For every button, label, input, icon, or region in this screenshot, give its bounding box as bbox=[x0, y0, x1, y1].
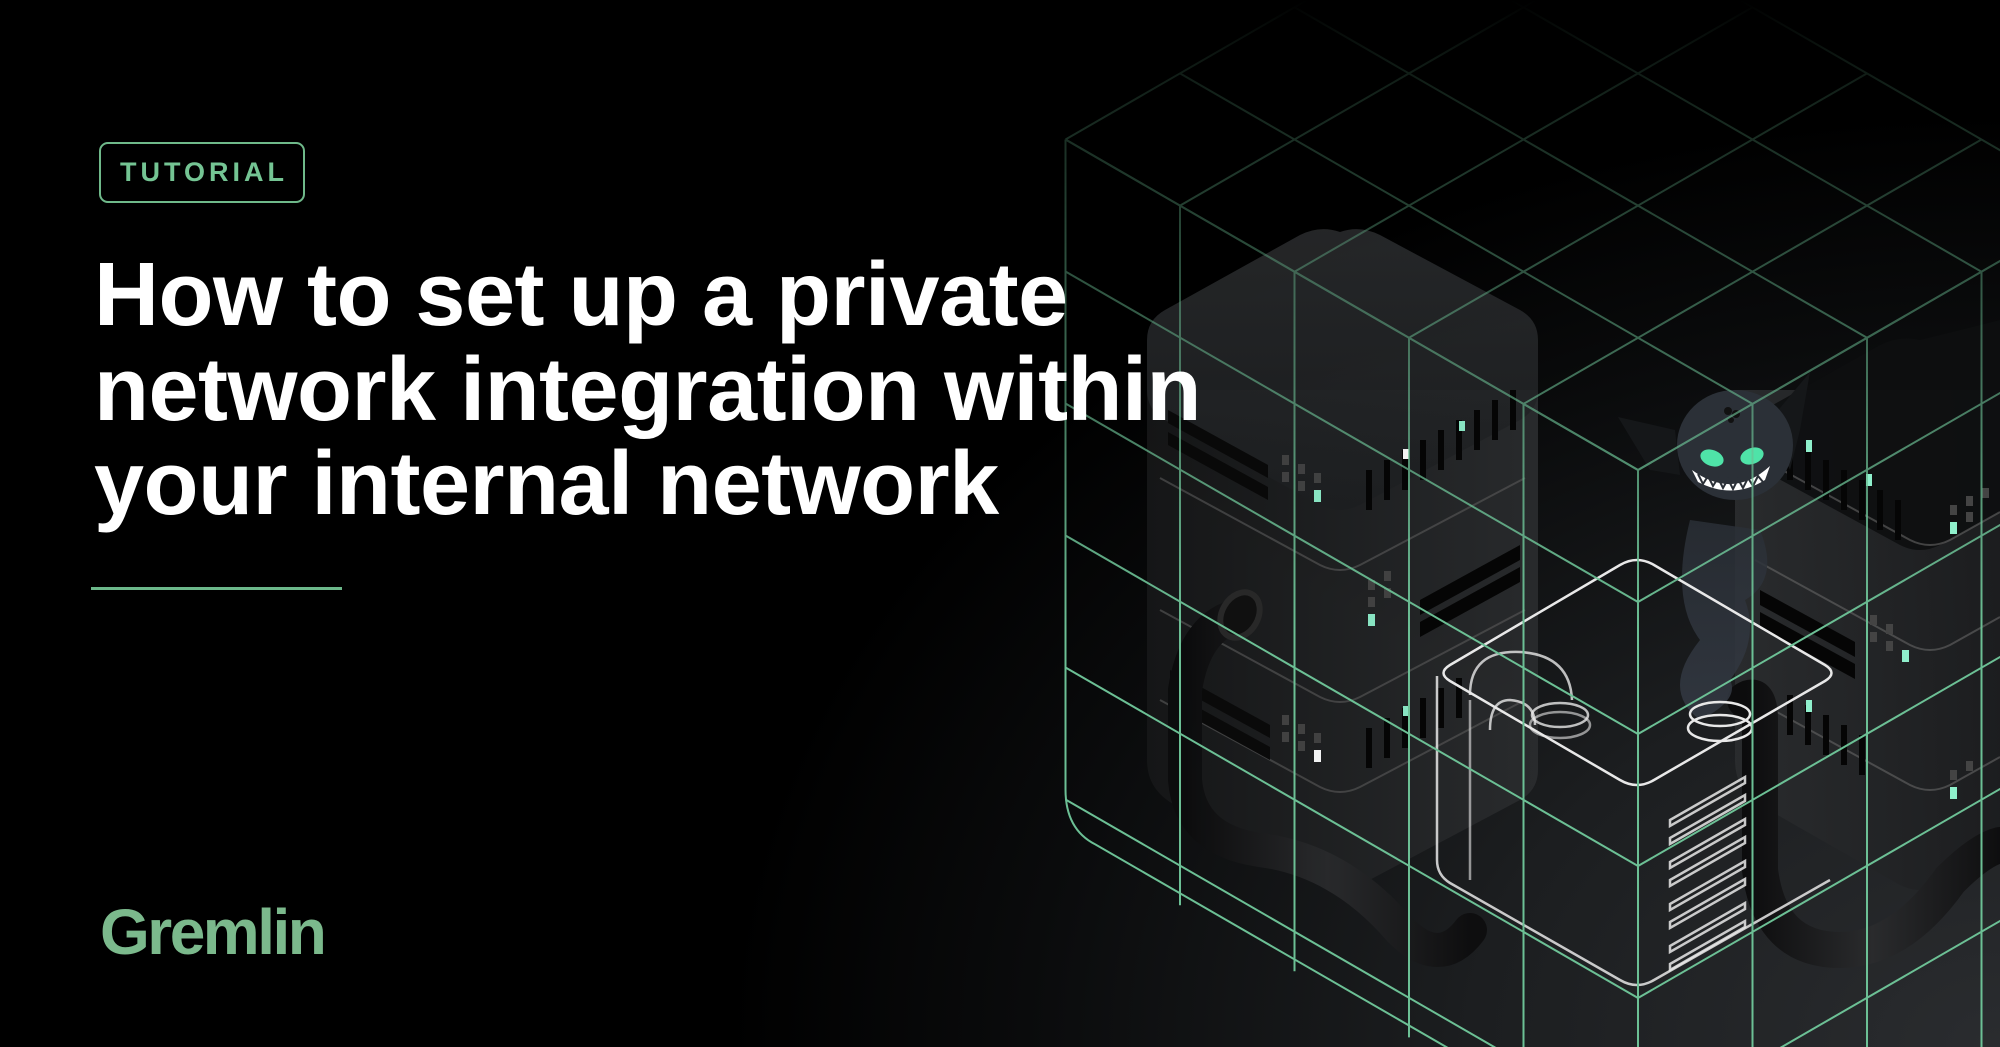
gremlin-logo: Gremlin bbox=[100, 896, 327, 968]
wireframe-box bbox=[1435, 558, 1833, 987]
title-line-1: How to set up a private bbox=[94, 245, 1068, 345]
title-line-2: network integration within bbox=[94, 339, 1202, 440]
badge-label: TUTORIAL bbox=[120, 157, 288, 187]
title-line-3: your internal network bbox=[94, 434, 999, 534]
isometric-grid bbox=[1064, 0, 2000, 1047]
left-server-stack bbox=[1147, 229, 1538, 967]
accent-divider bbox=[91, 587, 342, 590]
page-title: How to set up a private network integrat… bbox=[94, 245, 1202, 534]
tutorial-badge: TUTORIAL bbox=[99, 142, 305, 203]
gremlin-mascot bbox=[1618, 372, 1810, 720]
